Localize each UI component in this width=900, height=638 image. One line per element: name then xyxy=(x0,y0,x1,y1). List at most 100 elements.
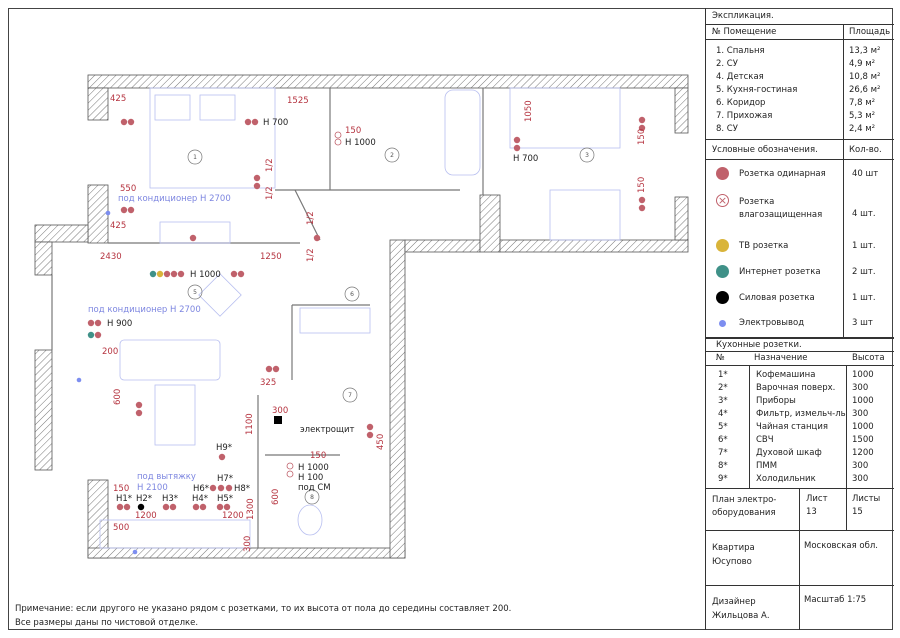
dimension: 325 xyxy=(260,378,276,388)
dimension: 150 xyxy=(637,177,647,193)
socket xyxy=(244,118,252,126)
socket xyxy=(253,182,261,190)
dimension: 300 xyxy=(272,406,288,416)
socket xyxy=(366,423,374,431)
sheet-number: 13 xyxy=(806,507,817,517)
dimension: 425 xyxy=(110,221,126,231)
dimension: 1100 xyxy=(245,413,255,435)
socket xyxy=(253,174,261,182)
socket xyxy=(135,409,143,417)
dimension: 450 xyxy=(376,434,386,450)
kitchen-socket-purpose: Фильтр, измельч-ль xyxy=(756,409,846,419)
room-name: 2. СУ xyxy=(716,59,738,69)
height-label: H 700 xyxy=(513,154,538,164)
kitchen-socket-height: 300 xyxy=(852,383,869,393)
socket xyxy=(209,484,217,492)
socket xyxy=(116,503,124,511)
legend-label: Розетка одинарная xyxy=(739,169,826,179)
note-line: Примечание: если другого не указано рядо… xyxy=(15,604,512,614)
kitchen-socket-no: 4* xyxy=(718,409,728,419)
furniture xyxy=(99,87,621,549)
room-number: 6 xyxy=(350,291,354,298)
electrical-outlet-icon xyxy=(719,320,726,327)
dimension: 1200 xyxy=(135,511,157,521)
socket-label: H4* xyxy=(192,494,208,504)
socket-label: H5* xyxy=(217,494,233,504)
kitchen-socket-height: 300 xyxy=(852,461,869,471)
legend-list: Розетка одинарная 40 шт × Розетка влагоз… xyxy=(706,160,894,338)
kitchen-socket-purpose: Приборы xyxy=(756,396,796,406)
dimension: 150 xyxy=(310,451,326,461)
kitchen-title: Кухонные розетки. xyxy=(716,340,802,350)
kitchen-header: № Назначение Высота xyxy=(706,352,894,366)
electrical-outlets xyxy=(76,210,138,555)
explication-title-row: Экспликация. xyxy=(706,8,894,25)
socket-label: H2* xyxy=(136,494,152,504)
room-name: 4. Детская xyxy=(716,72,764,82)
legend-label: Розетка влагозащищенная xyxy=(739,197,823,220)
height-label: H 1000 xyxy=(190,270,221,280)
socket xyxy=(123,503,131,511)
socket xyxy=(272,365,280,373)
note: Примечание: если другого не указано рядо… xyxy=(15,602,511,630)
drawing-frame xyxy=(8,8,893,630)
room-number: 7 xyxy=(348,392,352,399)
explication-header: № Помещение Площадь xyxy=(706,25,894,40)
room-name: 5. Кухня-гостиная xyxy=(716,85,798,95)
sheet-label: Лист xyxy=(806,494,828,504)
stamp-designer-row: Дизайнер Жильцова А. Масштаб 1:75 xyxy=(706,586,894,630)
ac-note: под кондиционер H 2700 xyxy=(118,194,231,204)
kitchen-socket-no: 2* xyxy=(718,383,728,393)
dimension: 150 xyxy=(113,484,129,494)
kitchen-socket-purpose: Кофемашина xyxy=(756,370,816,380)
dimension: 600 xyxy=(113,389,123,405)
column-header: Кол-во. xyxy=(849,145,882,155)
legend-title: Условные обозначения. xyxy=(712,145,818,155)
dimension: 1300 xyxy=(246,498,256,520)
interior-walls xyxy=(51,88,484,548)
region: Московская обл. xyxy=(804,541,878,551)
room-name: 7. Прихожая xyxy=(716,111,773,121)
dimension: 1/2 xyxy=(265,186,275,200)
socket xyxy=(120,206,128,214)
kitchen-socket-purpose: Варочная поверх. xyxy=(756,383,836,393)
socket-label: H6* xyxy=(193,484,209,494)
kitchen-socket-no: 3* xyxy=(718,396,728,406)
kitchen-socket-purpose: СВЧ xyxy=(756,435,774,445)
socket xyxy=(127,118,135,126)
ac-note: под кондиционер H 2700 xyxy=(88,305,201,315)
room-area: 10,8 м² xyxy=(849,72,881,82)
socket xyxy=(216,503,224,511)
socket-label: H7* xyxy=(217,474,233,484)
socket xyxy=(135,401,143,409)
dimension: 150 xyxy=(345,126,361,136)
scale: Масштаб 1:75 xyxy=(804,595,867,605)
socket xyxy=(230,270,238,278)
socket xyxy=(513,144,521,152)
legend-label: Электровывод xyxy=(739,318,805,328)
socket xyxy=(170,270,178,278)
socket-label: H1* xyxy=(116,494,132,504)
hood-note: под вытяжку xyxy=(137,472,196,482)
internet-socket xyxy=(149,270,157,278)
socket xyxy=(313,234,321,242)
dimension: 425 xyxy=(110,94,126,104)
legend-count: 3 шт xyxy=(852,318,873,328)
dimension: 2430 xyxy=(100,252,122,262)
dimension: 1200 xyxy=(222,511,244,521)
legend-label: Силовая розетка xyxy=(739,293,815,303)
dimension: 200 xyxy=(102,347,118,357)
room-area: 26,6 м² xyxy=(849,85,881,95)
socket xyxy=(192,503,200,511)
hood-note: H 2100 xyxy=(137,483,168,493)
socket xyxy=(94,319,102,327)
waterproof-sockets xyxy=(286,131,342,478)
socket xyxy=(177,270,185,278)
legend-count: 40 шт xyxy=(852,169,879,179)
kitchen-socket-purpose: Чайная станция xyxy=(756,422,828,432)
room-area: 4,9 м² xyxy=(849,59,876,69)
socket xyxy=(513,136,521,144)
walls xyxy=(34,74,689,559)
